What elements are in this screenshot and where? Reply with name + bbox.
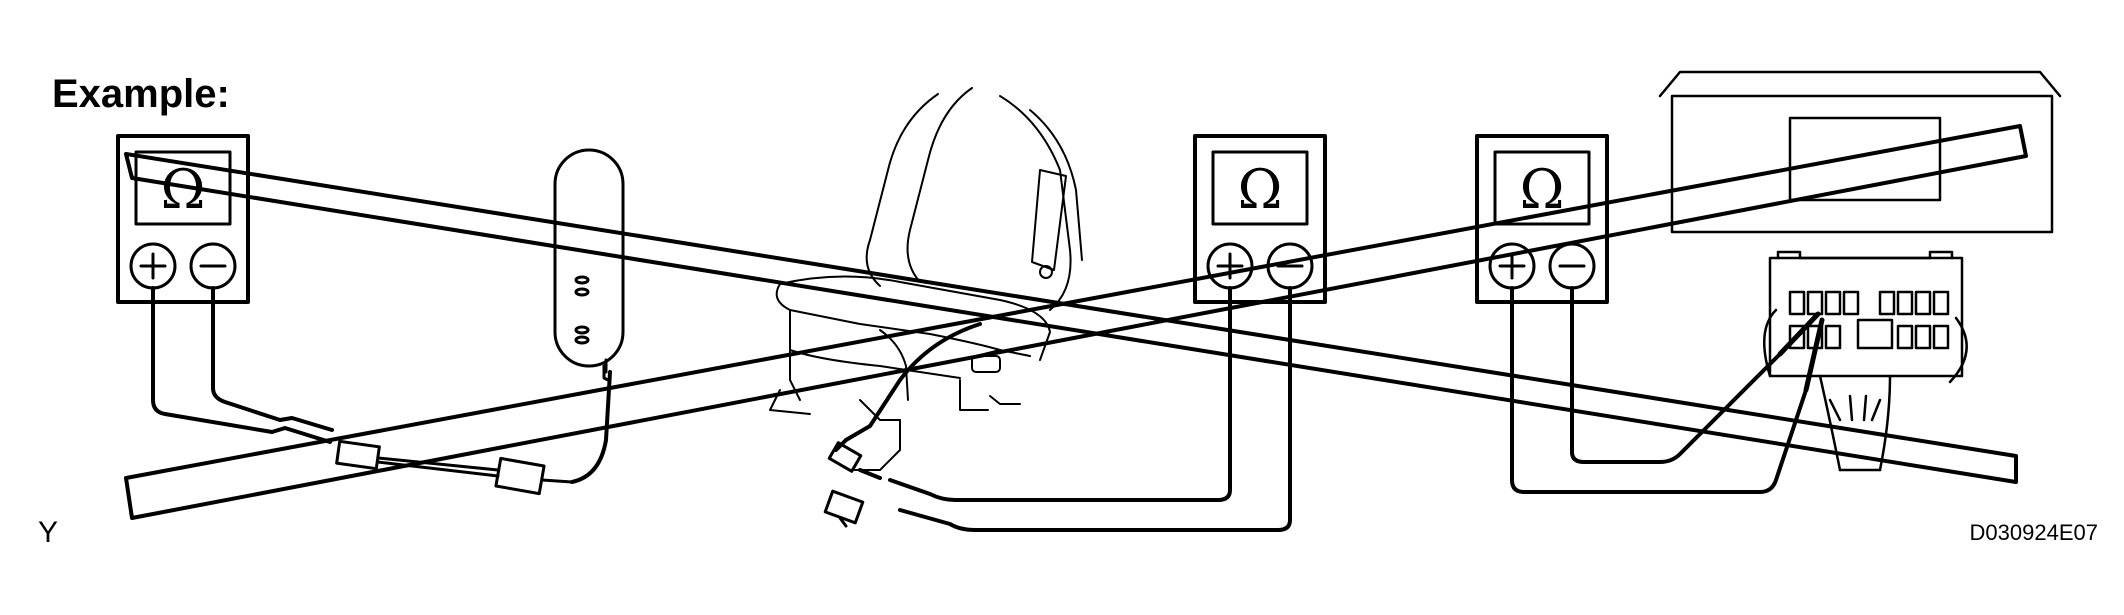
meter-2-leads bbox=[888, 286, 1292, 532]
meter-3-omega: Ω bbox=[1520, 158, 1565, 221]
meter-1-omega: Ω bbox=[161, 158, 206, 221]
cross-out-bar-2 bbox=[124, 124, 2028, 520]
meter-2-omega: Ω bbox=[1238, 158, 1283, 221]
airbag-module bbox=[553, 148, 625, 382]
figure-code: D030924E07 bbox=[1969, 520, 2098, 545]
meter-3-leads bbox=[1510, 286, 1825, 494]
corner-mark: Y bbox=[38, 516, 59, 549]
ohmmeter-3 bbox=[1475, 134, 1609, 304]
seat-connector-loose bbox=[823, 489, 865, 528]
meter-1-leads bbox=[151, 286, 334, 444]
seat-illustration bbox=[769, 87, 1083, 471]
example-title: Example: bbox=[52, 72, 230, 116]
connector-large bbox=[494, 358, 612, 496]
harness-connector bbox=[1763, 250, 1968, 472]
seat-harness bbox=[827, 322, 982, 480]
cross-out-bar-1 bbox=[124, 152, 2018, 484]
ohmmeter-1 bbox=[116, 134, 250, 304]
control-unit-enclosure bbox=[1658, 70, 2062, 234]
connector-small bbox=[335, 439, 500, 478]
